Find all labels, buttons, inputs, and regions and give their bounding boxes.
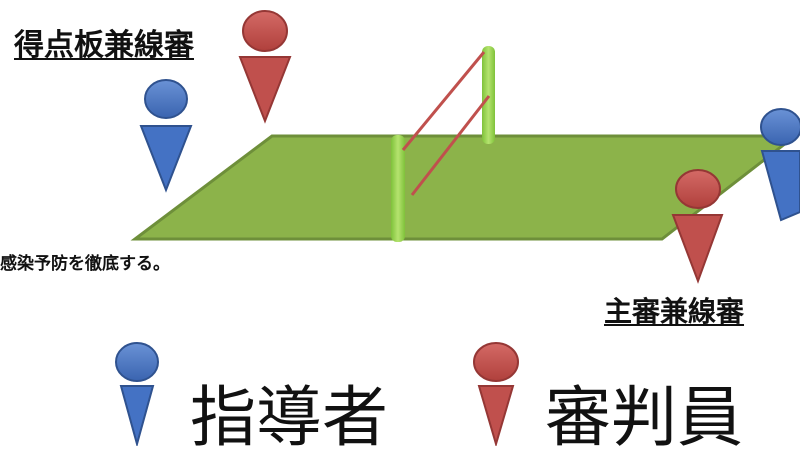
- chief-referee-figure: [671, 169, 724, 284]
- infection-prevention-note: 感染予防を徹底する。: [0, 254, 170, 274]
- court: [130, 134, 800, 241]
- legend-coach-label: 指導者: [190, 379, 388, 456]
- legend-referee-icon: [473, 342, 519, 446]
- chief-referee-line-judge-label: 主審兼線審: [604, 295, 745, 328]
- legend-coach-icon: [115, 342, 159, 446]
- scorer-line-judge-label: 得点板兼線審: [14, 28, 194, 63]
- net-bottom-line: [410, 95, 491, 196]
- court-diagram: [115, 10, 800, 446]
- scorer-referee-figure: [238, 10, 292, 124]
- net-top-line: [401, 51, 486, 151]
- coach-figure-right: [760, 108, 800, 222]
- coach-figure-left: [139, 79, 193, 193]
- net-post-near: [391, 135, 405, 242]
- legend-referee-label: 審判員: [545, 379, 743, 456]
- net-post-far: [482, 46, 495, 144]
